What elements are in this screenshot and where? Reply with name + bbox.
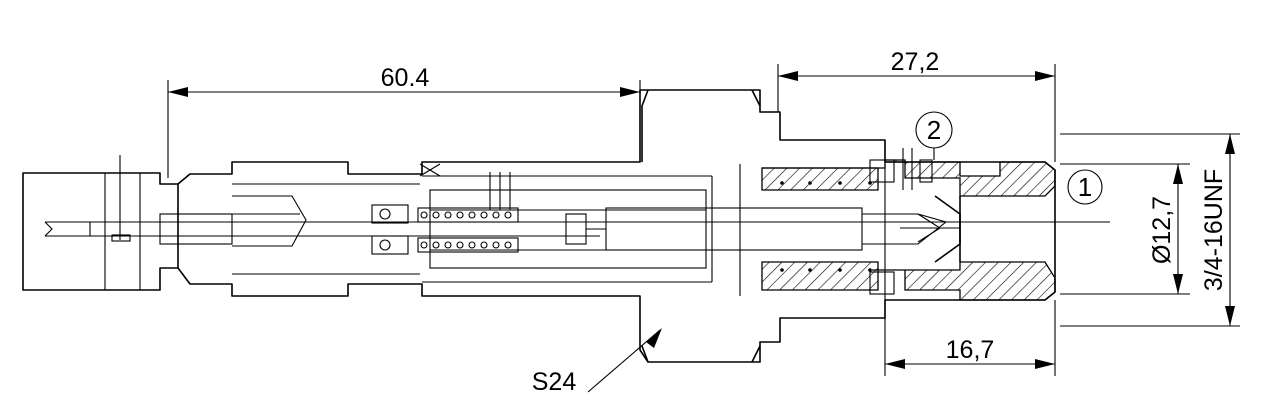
left-knob (22, 172, 179, 291)
fitting-section (761, 140, 1056, 320)
upper-hatch-2 (761, 167, 879, 191)
dimension-thread-length: 16,7 (884, 300, 1056, 376)
item-callout-2: 2 (915, 111, 953, 160)
dimension-fitting-length: 27,2 (777, 48, 1056, 162)
spring (417, 172, 519, 253)
item-callout-1: 1 (1067, 169, 1103, 205)
upper-hatch (762, 159, 1056, 197)
overall-length-label: 60.4 (381, 64, 430, 92)
item-1-label: 1 (1078, 172, 1092, 202)
thread-spec-label: 3/4-16UNF (1200, 169, 1228, 291)
thread-length-label: 16,7 (946, 336, 995, 364)
plunger (565, 213, 587, 245)
lower-hatch (761, 261, 879, 291)
lower-hatch-2 (872, 261, 1056, 301)
hex-flats (641, 89, 649, 162)
dimension-thread-spec: 3/4-16UNF (1060, 133, 1240, 327)
item-2-label: 2 (927, 115, 941, 145)
wrench-size-callout: S24 (532, 328, 662, 396)
fitting-length-label: 27,2 (891, 48, 940, 76)
dimension-bore-diameter: Ø12,7 (1060, 163, 1190, 295)
bore-diameter-label: Ø12,7 (1148, 196, 1176, 264)
wrench-size-label: S24 (532, 368, 577, 396)
dimension-overall-length: 60.4 (167, 64, 641, 178)
part-outline (22, 89, 1110, 363)
knurled-nut (177, 89, 1056, 363)
